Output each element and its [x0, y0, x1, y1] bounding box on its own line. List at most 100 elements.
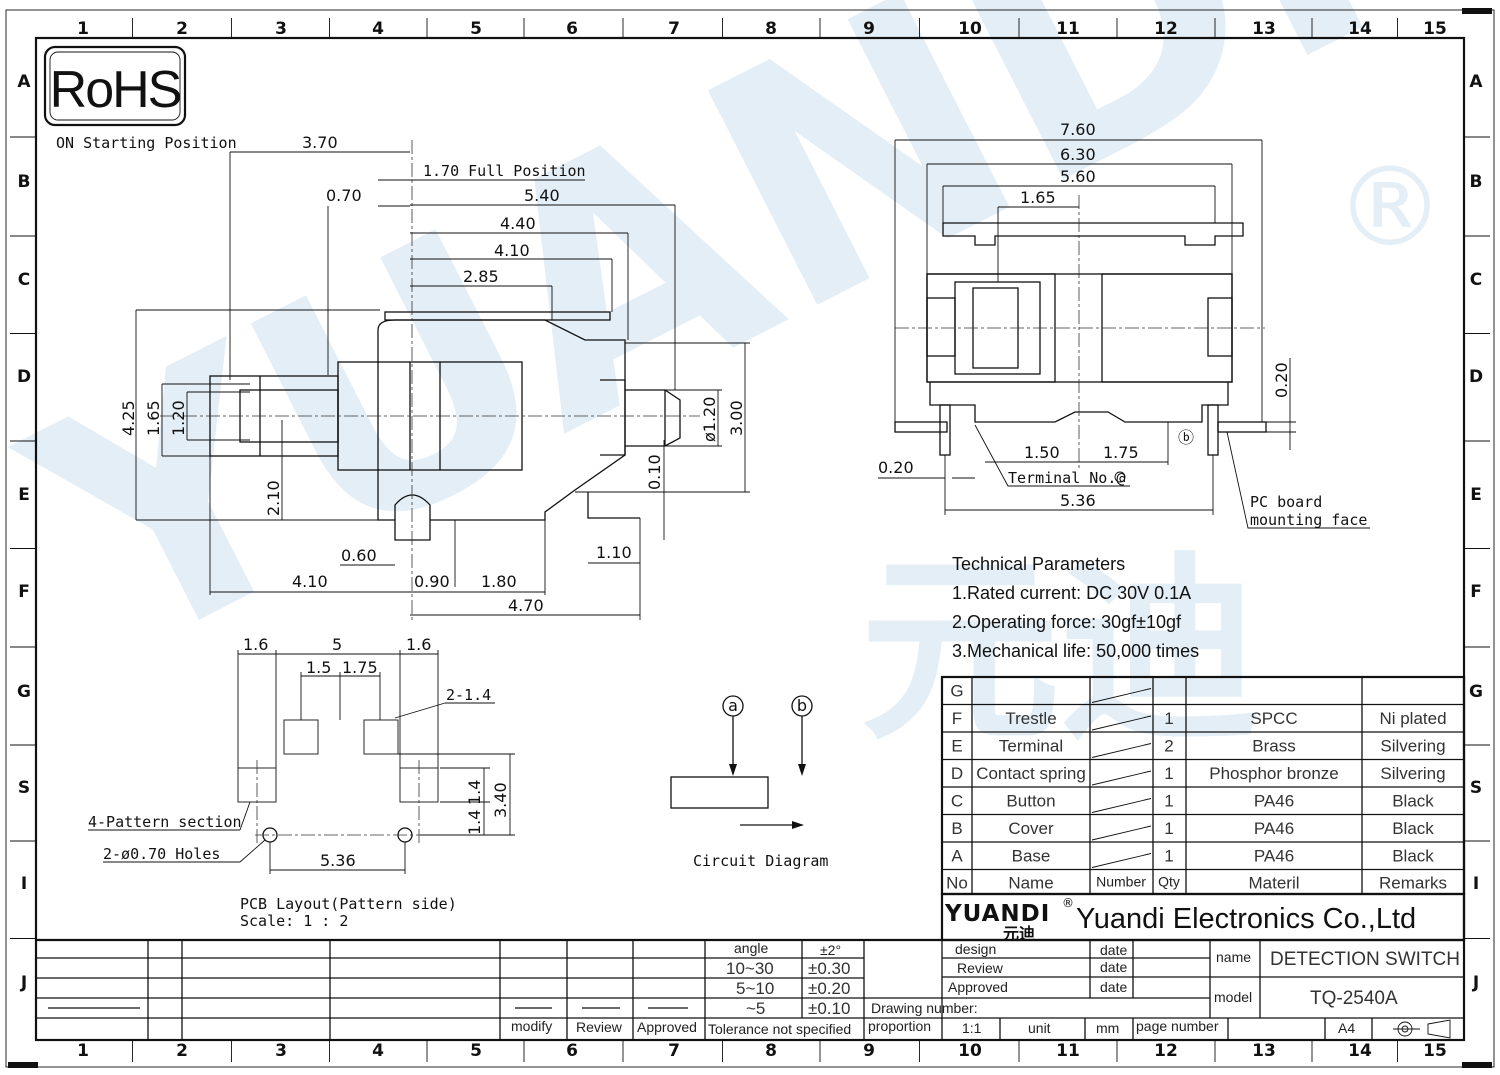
company-logo: YUANDI [944, 901, 1050, 927]
part-remark: Black [1392, 792, 1434, 811]
pcb-dim-1-6-left: 1.6 [243, 635, 268, 654]
part-no: E [951, 737, 962, 756]
grid-label: J [20, 973, 27, 993]
date-label-1: date [1100, 942, 1127, 958]
grid-label: 14 [1348, 1041, 1372, 1061]
unit-value: mm [1096, 1020, 1119, 1036]
range-2: 5~10 [736, 979, 774, 998]
part-name: Base [1012, 847, 1051, 866]
header-number: Number [1096, 874, 1146, 890]
paper-size: A4 [1338, 1020, 1355, 1036]
pcb-layout: 1.6 5 1.6 1.5 1.75 2-1.4 1.4 1.4 3.40 5.… [88, 635, 515, 930]
grid-label: C [1470, 270, 1482, 290]
dim-0-20-left: 0.20 [878, 458, 914, 477]
part-no: B [951, 819, 962, 838]
grid-label: 12 [1154, 1041, 1178, 1061]
grid-label: D [17, 367, 31, 387]
grid-label: 12 [1154, 19, 1178, 39]
company-logo-cn: 元迪 [1003, 924, 1035, 943]
grid-label: 11 [1056, 1041, 1080, 1061]
pad-top-right [363, 719, 399, 755]
drawing-number-label: Drawing number: [871, 1000, 978, 1016]
grid-label: S [1470, 778, 1482, 798]
design-label: design [955, 941, 996, 957]
grid-label: 1 [77, 1041, 89, 1061]
tech-item-1: 1.Rated current: DC 30V 0.1A [952, 583, 1191, 603]
review-label: Review [576, 1019, 623, 1035]
grid-label: 1 [77, 19, 89, 39]
grid-label: 10 [958, 1041, 982, 1061]
grid-label: 6 [566, 1041, 578, 1061]
page-number-label: page number [1136, 1018, 1219, 1034]
dim-3-70: 3.70 [302, 133, 338, 152]
table-rule [1091, 688, 1152, 703]
pcb-dim-1-4-b: 1.4 [465, 810, 484, 835]
grid-label: 7 [668, 19, 680, 39]
pcb-face-label-1: PC board [1250, 493, 1322, 511]
part-material: SPCC [1250, 709, 1297, 728]
full-position-label: 1.70 Full Position [423, 162, 586, 180]
grid-label: 3 [275, 19, 287, 39]
proportion-label: proportion [868, 1018, 931, 1034]
part-no: D [951, 764, 963, 783]
part-name: Contact spring [976, 764, 1086, 783]
grid-label: G [17, 682, 31, 702]
inner-frame [34, 36, 1466, 1042]
grid-label: 3 [275, 1041, 287, 1061]
grid-label: 9 [863, 1041, 875, 1061]
corner-mark-tr [1462, 8, 1492, 14]
table-rule [1091, 853, 1152, 868]
grid-label: 8 [765, 19, 777, 39]
date-label-2: date [1100, 959, 1127, 975]
on-start-label: ON Starting Position [56, 134, 237, 152]
tech-title: Technical Parameters [952, 554, 1125, 574]
part-material: PA46 [1254, 819, 1294, 838]
title-block: angle ±2° 10~30 ±0.30 5~10 ±0.20 ~5 ±0.1… [36, 938, 1464, 1040]
header-material: Materil [1248, 874, 1299, 893]
tolerance-label: Tolerance not specified [708, 1021, 851, 1037]
dim-4-70: 4.70 [508, 596, 544, 615]
grid-label: 4 [372, 19, 384, 39]
part-qty: 1 [1164, 764, 1173, 783]
grid-label: 6 [566, 19, 578, 39]
grid-label: 14 [1348, 19, 1372, 39]
rohs-text: RoHS [50, 61, 181, 119]
dim-phi-1-20: ø1.20 [700, 397, 719, 442]
part-remark: Black [1392, 847, 1434, 866]
grid-label: J [1472, 973, 1479, 993]
part-no: G [950, 682, 963, 701]
tol-1: ±0.30 [808, 959, 850, 978]
dim-7-60: 7.60 [1060, 120, 1096, 139]
grid-label: B [18, 172, 31, 192]
dim-4-40: 4.40 [500, 214, 536, 233]
header-qty: Qty [1158, 874, 1180, 890]
dim-1-75: 1.75 [1103, 443, 1139, 462]
header-name: Name [1008, 874, 1053, 893]
grid-label: I [1473, 874, 1479, 894]
rohs-badge: RoHS [43, 45, 187, 127]
part-remark: Silvering [1380, 737, 1445, 756]
part-material: PA46 [1254, 792, 1294, 811]
dim-1-65-top: 1.65 [1020, 188, 1056, 207]
tol-3: ±0.10 [808, 999, 850, 1018]
table-rule [1091, 770, 1152, 786]
dim-5-60: 5.60 [1060, 167, 1096, 186]
pcb-face-label-2: mounting face [1250, 511, 1367, 529]
unit-label: unit [1028, 1020, 1051, 1036]
dim-1-65: 1.65 [144, 400, 163, 436]
tech-item-3: 3.Mechanical life: 50,000 times [952, 641, 1199, 661]
grid-label: 13 [1252, 19, 1276, 39]
grid-label: 5 [470, 19, 482, 39]
company-banner: YUANDI 元迪 ® Yuandi Electronics Co.,Ltd [940, 892, 1466, 943]
watermark-chinese: 元迪 [860, 535, 1260, 768]
part-name: Trestle [1005, 709, 1056, 728]
grid-label: S [18, 778, 30, 798]
grid-label: 11 [1056, 19, 1080, 39]
pad-top-left [283, 719, 319, 755]
side-view: ON Starting Position 1.70 Full Position … [56, 133, 750, 620]
pcb-dim-1-75: 1.75 [342, 658, 378, 677]
holes-label: 2-ø0.70 Holes [103, 845, 220, 863]
circuit-diagram: a b Circuit Diagram [670, 695, 828, 870]
pcb-dim-5: 5 [332, 635, 342, 654]
